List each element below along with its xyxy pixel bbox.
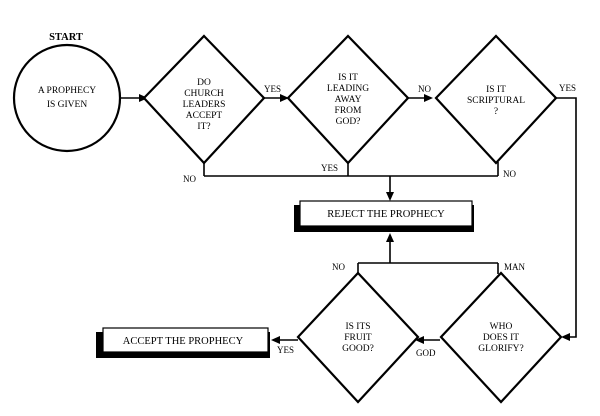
diamond-who-glorify — [439, 271, 563, 404]
accept-label: ACCEPT THE PROPHECY — [123, 336, 244, 347]
decision-who-glorify: WHO DOES IT GLORIFY? — [439, 271, 563, 404]
label-leaders-yes: YES — [264, 84, 281, 94]
reject-label: REJECT THE PROPHECY — [327, 209, 445, 220]
glorify-line-3: GLORIFY? — [478, 344, 523, 354]
start-title: START — [49, 32, 83, 43]
fruit-line-3: GOOD? — [342, 344, 374, 354]
leaders-line-4: ACCEPT — [186, 111, 223, 121]
leaders-line-3: LEADERS — [183, 100, 226, 110]
leading-line-1: IS IT — [338, 73, 358, 83]
reject-box-frame — [299, 200, 473, 227]
glorify-line-1: WHO — [490, 322, 513, 332]
accept-box: ACCEPT THE PROPHECY — [96, 327, 270, 358]
label-glorify-man: MAN — [504, 262, 526, 272]
start-line-1: A PROPHECY — [38, 86, 96, 96]
leaders-line-2: CHURCH — [184, 89, 224, 99]
fruit-line-2: FRUIT — [344, 333, 372, 343]
diamond-leading-away — [286, 34, 410, 165]
label-glorify-god: GOD — [416, 348, 436, 358]
diamond-scriptural — [434, 34, 558, 165]
arrow-leading-no — [424, 94, 433, 102]
arrow-leaders-yes — [280, 94, 289, 102]
label-fruit-yes: YES — [277, 345, 294, 355]
leaders-line-1: DO — [197, 78, 211, 88]
leading-line-5: GOD? — [336, 117, 361, 127]
label-scriptural-yes: YES — [559, 83, 576, 93]
scriptural-line-3: ? — [494, 107, 498, 117]
glorify-line-2: DOES IT — [483, 333, 519, 343]
label-leading-yes: YES — [321, 163, 338, 173]
diamond-fruit-good — [296, 271, 420, 404]
label-leading-no: NO — [418, 84, 431, 94]
arrow-glorify-god — [415, 336, 424, 344]
accept-box-frame — [102, 327, 269, 353]
arrow-to-reject — [386, 192, 394, 201]
diamond-church-leaders — [142, 34, 266, 165]
label-fruit-no: NO — [332, 262, 345, 272]
leaders-line-5: IT? — [197, 122, 210, 132]
leading-line-3: AWAY — [335, 95, 362, 105]
leading-line-4: FROM — [335, 106, 362, 116]
decision-church-leaders: DO CHURCH LEADERS ACCEPT IT? — [142, 34, 266, 165]
start-line-2: IS GIVEN — [47, 100, 88, 110]
leading-line-2: LEADING — [327, 84, 369, 94]
scriptural-line-1: IS IT — [486, 85, 506, 95]
label-leaders-no: NO — [183, 174, 196, 184]
decision-leading-away: IS IT LEADING AWAY FROM GOD? — [286, 34, 410, 165]
reject-box: REJECT THE PROPHECY — [294, 200, 474, 232]
start-circle — [12, 43, 122, 153]
decision-scriptural: IS IT SCRIPTURAL ? — [434, 34, 558, 165]
start-node: A PROPHECY IS GIVEN — [12, 43, 122, 153]
fruit-line-1: IS ITS — [345, 322, 370, 332]
arrow-lower-to-reject — [386, 233, 394, 242]
decision-fruit-good: IS ITS FRUIT GOOD? — [296, 271, 420, 404]
edge-scriptural-yes — [555, 97, 577, 338]
label-scriptural-no: NO — [503, 169, 516, 179]
arrow-fruit-yes — [271, 336, 280, 344]
scriptural-line-2: SCRIPTURAL — [467, 96, 525, 106]
arrow-scriptural-yes — [561, 333, 570, 341]
